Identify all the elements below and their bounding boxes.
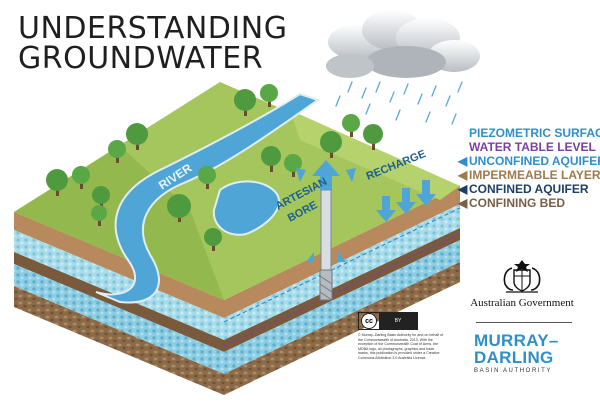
- trees: [46, 84, 383, 251]
- cloud-icon: [326, 10, 480, 78]
- legend-symbol: ◀: [458, 196, 468, 210]
- arrow-icon: [396, 188, 416, 214]
- cc-badge-symbol: cc: [361, 313, 377, 329]
- mdba-subtitle: BASIN AUTHORITY: [474, 368, 553, 374]
- government-name: Australian Government: [470, 297, 574, 309]
- page-title: UNDERSTANDING GROUNDWATER: [18, 14, 287, 74]
- legend-text: WATER TABLE LEVEL: [469, 140, 596, 154]
- legend-symbol: ◀: [458, 154, 468, 168]
- tree-icon: [284, 154, 302, 177]
- license-block: cc BY © Murray–Darling Basin Authority f…: [358, 312, 450, 361]
- tree-icon: [320, 131, 342, 158]
- legend-row: ◀UNCONFINED AQUIFER: [458, 154, 600, 168]
- tree-icon: [363, 124, 383, 150]
- legend-symbol: ◀: [458, 182, 468, 196]
- recharge-arrows: [376, 180, 436, 222]
- coat-of-arms-icon: [503, 260, 541, 293]
- tree-icon: [260, 84, 278, 107]
- river: [95, 92, 321, 304]
- tree-icon: [126, 123, 148, 150]
- legend-symbol: ◀: [458, 168, 468, 182]
- tree-icon: [92, 186, 110, 209]
- lake: [212, 180, 280, 236]
- legend-row: PIEZOMETRIC SURFACE: [458, 126, 600, 140]
- creative-commons-icon: cc BY: [358, 312, 418, 330]
- mdba-line-1: MURRAY–: [474, 331, 559, 350]
- tree-icon: [72, 166, 90, 189]
- legend-text: UNCONFINED AQUIFER: [469, 154, 600, 168]
- tree-icon: [167, 194, 191, 222]
- tree-icon: [108, 140, 126, 163]
- tree-icon: [46, 169, 68, 196]
- bore-pipe-icon: [296, 160, 356, 301]
- legend: PIEZOMETRIC SURFACE WATER TABLE LEVEL ◀U…: [458, 126, 600, 210]
- tree-icon: [204, 228, 222, 251]
- cc-badge-by: BY: [379, 313, 417, 329]
- block-left-face: [14, 212, 224, 404]
- legend-row: ◀IMPERMEABLE LAYER: [458, 168, 600, 182]
- legend-row: ◀CONFINING BED: [458, 196, 598, 210]
- title-line-1: UNDERSTANDING: [18, 11, 288, 46]
- cc-by-text: BY: [394, 318, 402, 324]
- license-text: © Murray–Darling Basin Authority for and…: [358, 333, 444, 360]
- legend-text: IMPERMEABLE LAYER: [469, 168, 600, 182]
- legend-row: WATER TABLE LEVEL: [458, 140, 598, 154]
- arrow-icon: [376, 196, 396, 222]
- tree-icon: [342, 114, 360, 137]
- tree-icon: [198, 166, 216, 189]
- legend-text: CONFINING BED: [469, 196, 565, 210]
- legend-text: PIEZOMETRIC SURFACE: [469, 126, 600, 140]
- title-line-2: GROUNDWATER: [18, 41, 264, 76]
- tree-icon: [91, 205, 107, 226]
- block-right-face: [223, 186, 461, 395]
- tree-icon: [261, 146, 281, 172]
- mdba-logo: MURRAY– DARLING BASIN AUTHORITY: [474, 332, 599, 374]
- legend-text: CONFINED AQUIFER: [469, 182, 589, 196]
- logo-divider: [476, 322, 572, 323]
- tree-icon: [234, 89, 256, 116]
- mdba-line-2: DARLING: [474, 348, 554, 367]
- australian-government-logo: Australian Government: [462, 258, 582, 309]
- rain-icon: [335, 81, 463, 125]
- arrow-icon: [416, 180, 436, 206]
- legend-row: ◀CONFINED AQUIFER: [458, 182, 598, 196]
